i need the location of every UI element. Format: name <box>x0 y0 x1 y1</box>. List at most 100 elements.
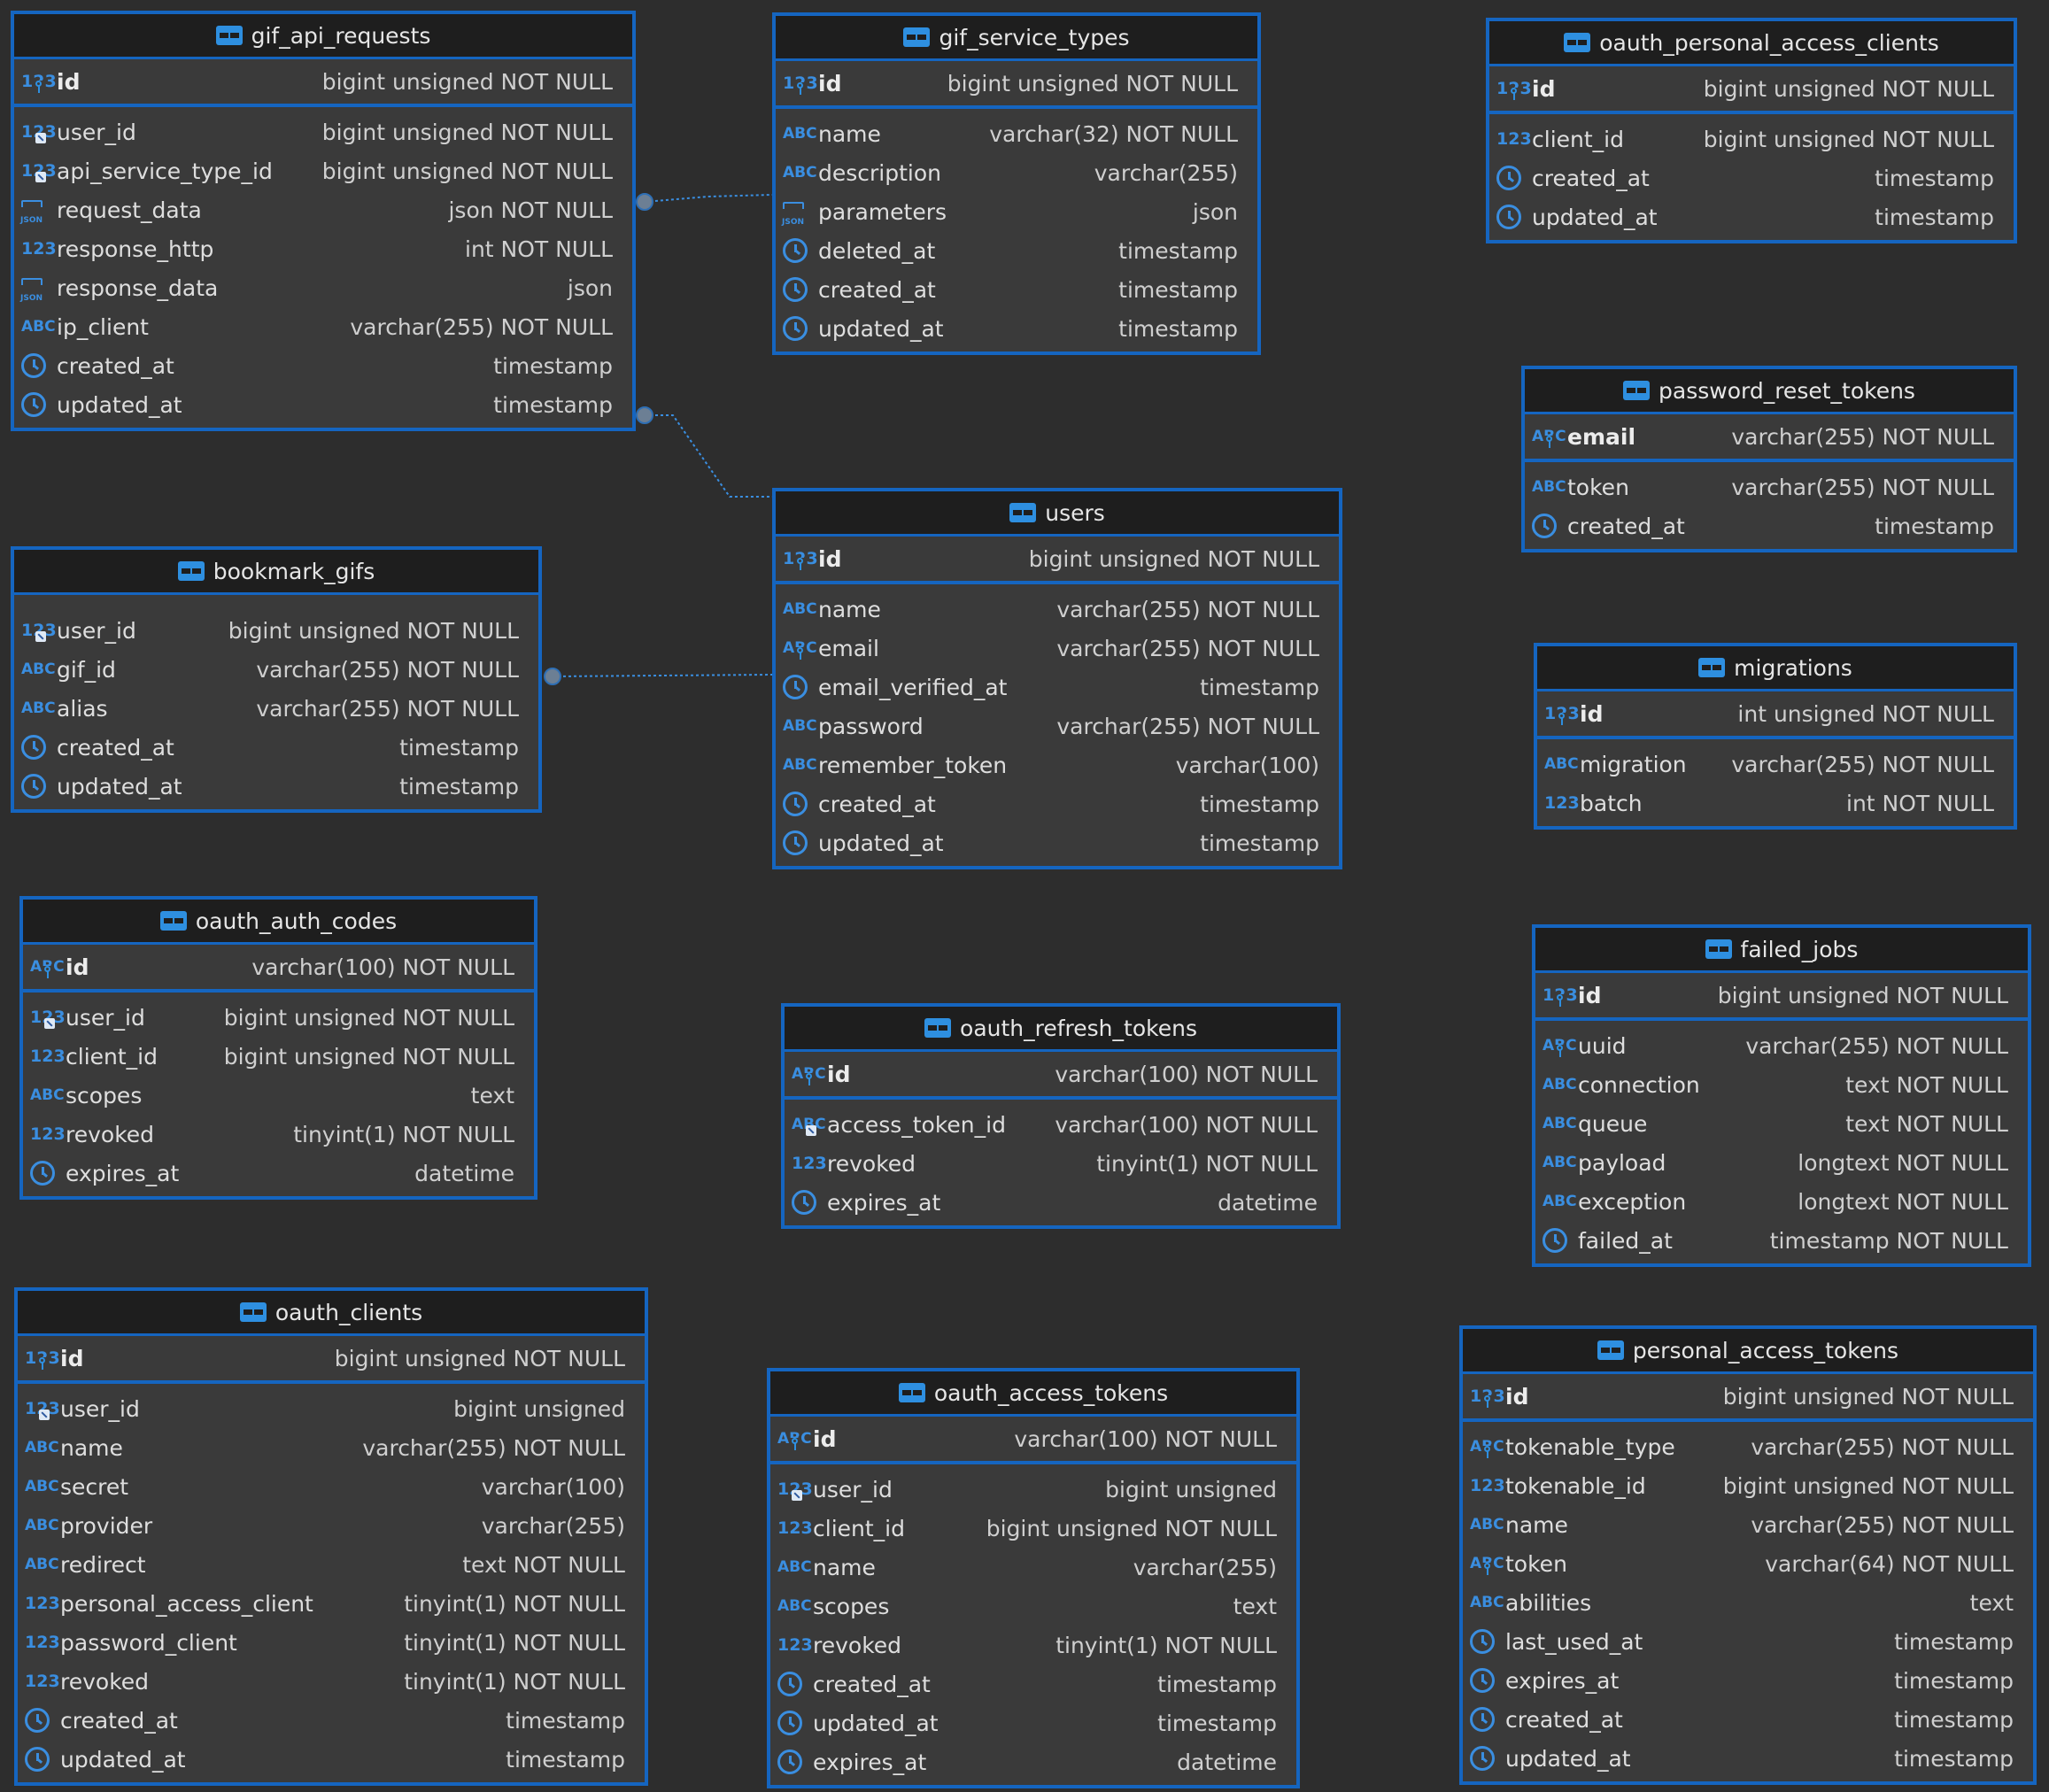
table-personal-access-tokens[interactable]: personal_access_tokensidbigint unsigned … <box>1459 1325 2037 1785</box>
table-failed-jobs[interactable]: failed_jobsidbigint unsigned NOT NULL uui… <box>1532 924 2031 1267</box>
table-header[interactable]: gif_service_types <box>776 16 1257 61</box>
table-header[interactable]: failed_jobs <box>1535 928 2028 973</box>
table-users[interactable]: usersidbigint unsigned NOT NULL namevarch… <box>772 488 1342 869</box>
table-header[interactable]: gif_api_requests <box>14 14 632 59</box>
table-migrations[interactable]: migrationsidint unsigned NOT NULLmigrati… <box>1534 643 2017 830</box>
table-oauth-access-tokens[interactable]: oauth_access_tokensidvarchar(100) NOT NU… <box>767 1368 1300 1788</box>
table-password-reset-tokens[interactable]: password_reset_tokensemailvarchar(255) N… <box>1521 366 2017 552</box>
table-header[interactable]: oauth_clients <box>18 1291 645 1336</box>
table-header[interactable]: oauth_personal_access_clients <box>1489 21 2014 66</box>
table-header[interactable]: password_reset_tokens <box>1525 369 2014 414</box>
table-oauth-refresh-tokens[interactable]: oauth_refresh_tokensidvarchar(100) NOT N… <box>781 1003 1341 1229</box>
table-header[interactable]: oauth_access_tokens <box>770 1371 1296 1417</box>
table-header[interactable]: migrations <box>1537 646 2014 691</box>
table-header[interactable]: personal_access_tokens <box>1463 1329 2033 1374</box>
table-oauth-personal-access-clients[interactable]: oauth_personal_access_clientsidbigint un… <box>1486 18 2017 243</box>
table-header[interactable]: users <box>776 491 1339 537</box>
table-header[interactable]: oauth_auth_codes <box>23 900 534 945</box>
table-oauth-auth-codes[interactable]: oauth_auth_codesidvarchar(100) NOT NULL u… <box>19 896 537 1200</box>
table-gif-service-types[interactable]: gif_service_typesidbigint unsigned NOT N… <box>772 12 1261 355</box>
